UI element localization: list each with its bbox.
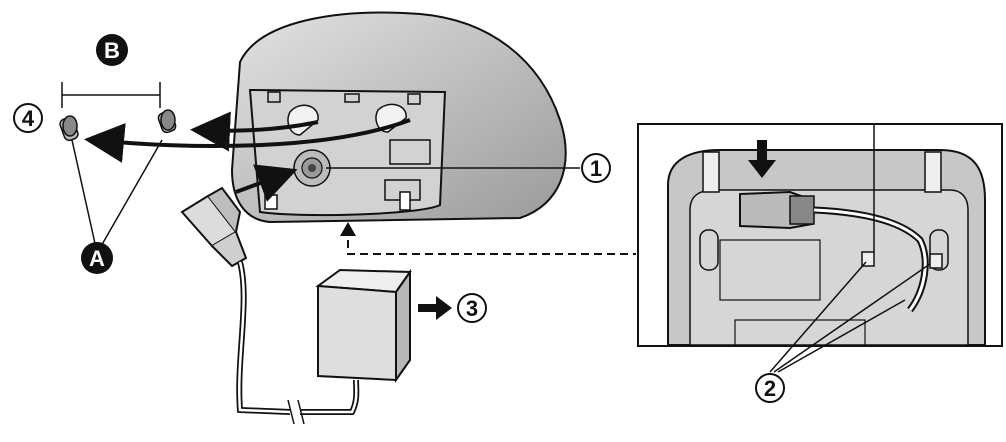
callout-3-text: 3 (466, 296, 478, 321)
view-indicator (340, 222, 356, 236)
label-a-text: A (89, 246, 105, 271)
leader-a-right (99, 139, 163, 249)
callout-2: 2 (755, 373, 785, 403)
dimension-b (61, 82, 161, 108)
callout-4-text: 4 (22, 106, 35, 131)
inset-link-dashed (347, 240, 636, 255)
leader-a-left (71, 139, 97, 249)
callout-1-text: 1 (590, 156, 602, 181)
ac-adapter (315, 268, 412, 384)
arrow-to-outlet (418, 296, 452, 320)
callout-1: 1 (581, 153, 611, 183)
leader-2-c (777, 299, 906, 373)
label-b: B (96, 34, 128, 66)
arrow-plug-to-jack (235, 164, 298, 202)
base-bottom-panel (248, 88, 447, 217)
screw-left (59, 115, 79, 142)
arrow-to-screw-far (84, 118, 411, 163)
callout-3: 3 (457, 293, 487, 323)
inset-down-arrow (748, 140, 776, 178)
screw-right (157, 109, 177, 134)
base-unit (230, 11, 567, 224)
leader-2-a (769, 261, 867, 373)
callout-4: 4 (13, 103, 43, 133)
callout-2-text: 2 (764, 376, 776, 401)
label-a: A (81, 242, 113, 274)
dc-plug (180, 186, 248, 268)
arrow-to-screw-near (190, 111, 319, 152)
leader-2-b (773, 263, 931, 373)
label-b-text: B (104, 38, 120, 63)
inset-detail (637, 123, 1003, 347)
